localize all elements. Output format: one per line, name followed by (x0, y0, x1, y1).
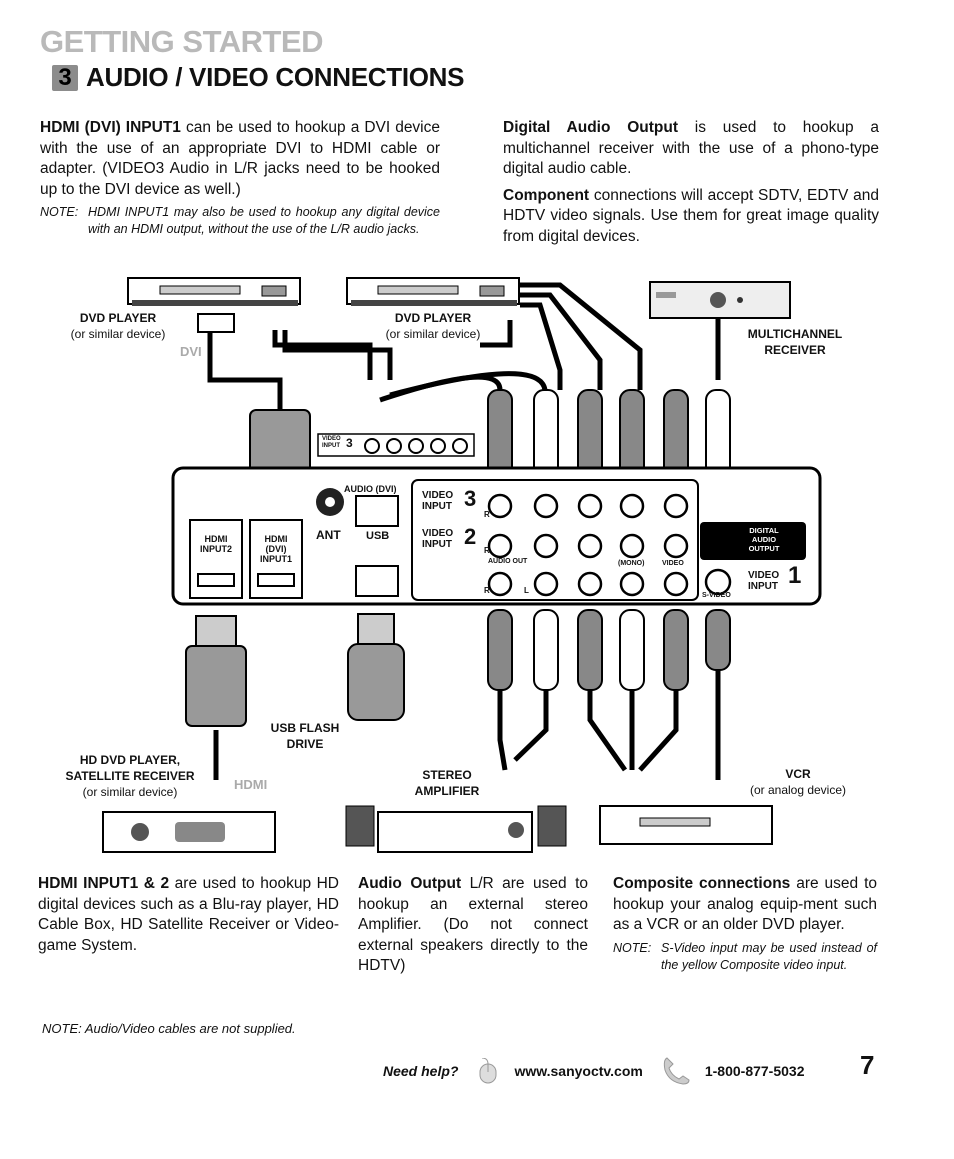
video-jack-label: VIDEO (662, 560, 684, 567)
svideo-note-label: NOTE: (613, 940, 652, 955)
usb-flash-line1: USB FLASH (270, 721, 340, 735)
ant-label: ANT (316, 528, 341, 542)
website-link[interactable]: www.sanyoctv.com (514, 1063, 643, 1079)
audio-label: AUDIO (751, 535, 777, 544)
usb-flash-label: USB FLASH DRIVE (262, 720, 348, 752)
composite-term: Composite connections (613, 875, 791, 892)
dvd-player-left-label: DVD PLAYER (or similar device) (62, 310, 174, 342)
note-text: HDMI INPUT1 may also be used to hookup a… (88, 205, 440, 236)
dvd-center-sub: (or similar device) (385, 327, 481, 341)
stereo-line1: STEREO (422, 768, 472, 782)
video-input3-small-num: 3 (346, 436, 353, 450)
dvd-player-center-illustration (346, 277, 520, 306)
help-footer: Need help? www.sanyoctv.com 1-800-877-50… (383, 1056, 804, 1086)
dvd-left-name: DVD PLAYER (79, 311, 157, 325)
phone-number: 1-800-877-5032 (704, 1063, 805, 1079)
output-label: OUTPUT (748, 544, 780, 553)
digital-audio-text: is used to hookup a multichannel receive… (503, 119, 879, 177)
stereo-line2: AMPLIFIER (414, 784, 480, 798)
mono-label: (MONO) (618, 560, 645, 567)
hdmi-dvi-term: HDMI (DVI) INPUT1 (40, 119, 181, 136)
video-input1-num: 1 (788, 562, 802, 589)
hdmi-dvi-text: can be used to hookup a DVI device with … (40, 119, 440, 198)
stereo-amplifier-illustration (345, 805, 567, 853)
dvi-tag: DVI (180, 344, 202, 359)
component-text: connections will accept SDTV, EDTV and H… (503, 186, 879, 245)
composite-description: Composite connections are used to hookup… (613, 874, 877, 974)
right-channel-label-out: R (484, 586, 490, 595)
dvd-player-center-label: DVD PLAYER (or similar device) (378, 310, 488, 342)
hdmi-input2-port-label: HDMI INPUT2 (194, 534, 238, 554)
receiver-label: MULTICHANNEL RECEIVER (740, 326, 850, 358)
note-label: NOTE: (40, 205, 79, 219)
hd-dvd-sub: (or similar device) (82, 785, 178, 799)
left-channel-label-out: L (524, 586, 529, 595)
hdmi-note: NOTE: HDMI INPUT1 may also be used to ho… (40, 204, 440, 238)
vcr-name: VCR (785, 767, 811, 781)
hdmi-input1-port-label: HDMI (DVI) INPUT1 (254, 534, 298, 564)
hdmi-logo-1: HDMI (264, 534, 288, 544)
usb-flash-line2: DRIVE (286, 737, 324, 751)
page-title: AUDIO / VIDEO CONNECTIONS (86, 62, 465, 92)
hdmi-inputs-text: are used to hookup HD digital devices su… (38, 875, 339, 954)
hd-dvd-line2: SATELLITE RECEIVER (65, 769, 195, 783)
phone-icon (661, 1056, 691, 1086)
video-input3-small-label: VIDEO INPUT (322, 436, 341, 449)
section-title: GETTING STARTED (40, 24, 323, 59)
vcr-sub: (or analog device) (749, 783, 847, 797)
svideo-note: NOTE: S-Video input may be used instead … (613, 940, 877, 974)
dvi-port-label: (DVI) (265, 544, 287, 554)
video-input3-label: VIDEO INPUT (422, 490, 454, 512)
digital-audio-output-label: DIGITAL AUDIO OUTPUT (744, 526, 784, 553)
hdmi-dvi-description: HDMI (DVI) INPUT1 can be used to hookup … (40, 118, 440, 238)
audio-output-text: L/R are used to hookup an external stere… (358, 875, 588, 974)
dvd-left-sub: (or similar device) (70, 327, 166, 341)
s-video-label: S-VIDEO (702, 592, 731, 599)
composite-text: are used to hookup your analog equip-men… (613, 875, 878, 933)
video-input1-label: VIDEO INPUT (748, 570, 780, 592)
cables-note: NOTE: Audio/Video cables are not supplie… (42, 1021, 296, 1036)
hd-dvd-player-illustration (102, 811, 276, 853)
hdmi-inputs-description: HDMI INPUT1 & 2 are used to hookup HD di… (38, 874, 339, 956)
audio-output-description: Audio Output L/R are used to hookup an e… (358, 874, 588, 977)
audio-output-term: Audio Output (358, 875, 462, 892)
dvd-player-left-illustration (127, 277, 301, 306)
step-number-badge: 3 (52, 64, 78, 91)
audio-out-label: AUDIO OUT (488, 558, 528, 565)
dvd-center-name: DVD PLAYER (394, 311, 472, 325)
audio-dvi-label: AUDIO (DVI) (344, 484, 397, 494)
digital-audio-term: Digital Audio Output (503, 119, 678, 136)
receiver-line1: MULTICHANNEL (747, 327, 843, 341)
stereo-amplifier-label: STEREO AMPLIFIER (404, 767, 490, 799)
right-channel-label-2: R (484, 546, 490, 555)
need-help-text: Need help? (383, 1063, 459, 1079)
digital-component-description: Digital Audio Output is used to hookup a… (503, 118, 879, 247)
hdmi-tag: HDMI (234, 777, 268, 792)
video-input2-num: 2 (464, 524, 477, 549)
multichannel-receiver-illustration (649, 281, 791, 319)
subsection-header: 3 AUDIO / VIDEO CONNECTIONS (52, 62, 465, 93)
vcr-illustration (599, 805, 773, 845)
hdmi-logo-2: HDMI (204, 534, 228, 544)
vcr-label: VCR (or analog device) (738, 766, 858, 798)
page-number: 7 (860, 1050, 875, 1080)
usb-port-label: USB (366, 530, 390, 542)
input2-label: INPUT2 (199, 544, 232, 554)
component-term: Component (503, 186, 590, 204)
mouse-icon (478, 1057, 498, 1084)
hd-dvd-player-label: HD DVD PLAYER, SATELLITE RECEIVER (or si… (60, 752, 200, 800)
hd-dvd-line1: HD DVD PLAYER, (79, 753, 181, 767)
receiver-line2: RECEIVER (764, 343, 826, 357)
input1-label: INPUT1 (259, 554, 292, 564)
video-input2-label: VIDEO INPUT (422, 528, 454, 550)
svideo-note-text: S-Video input may be used instead of the… (661, 940, 877, 972)
hdmi-inputs-term: HDMI INPUT1 & 2 (38, 875, 170, 892)
right-channel-label-3: R (484, 510, 490, 519)
digital-label: DIGITAL (749, 526, 779, 535)
video-input3-num: 3 (464, 486, 477, 511)
